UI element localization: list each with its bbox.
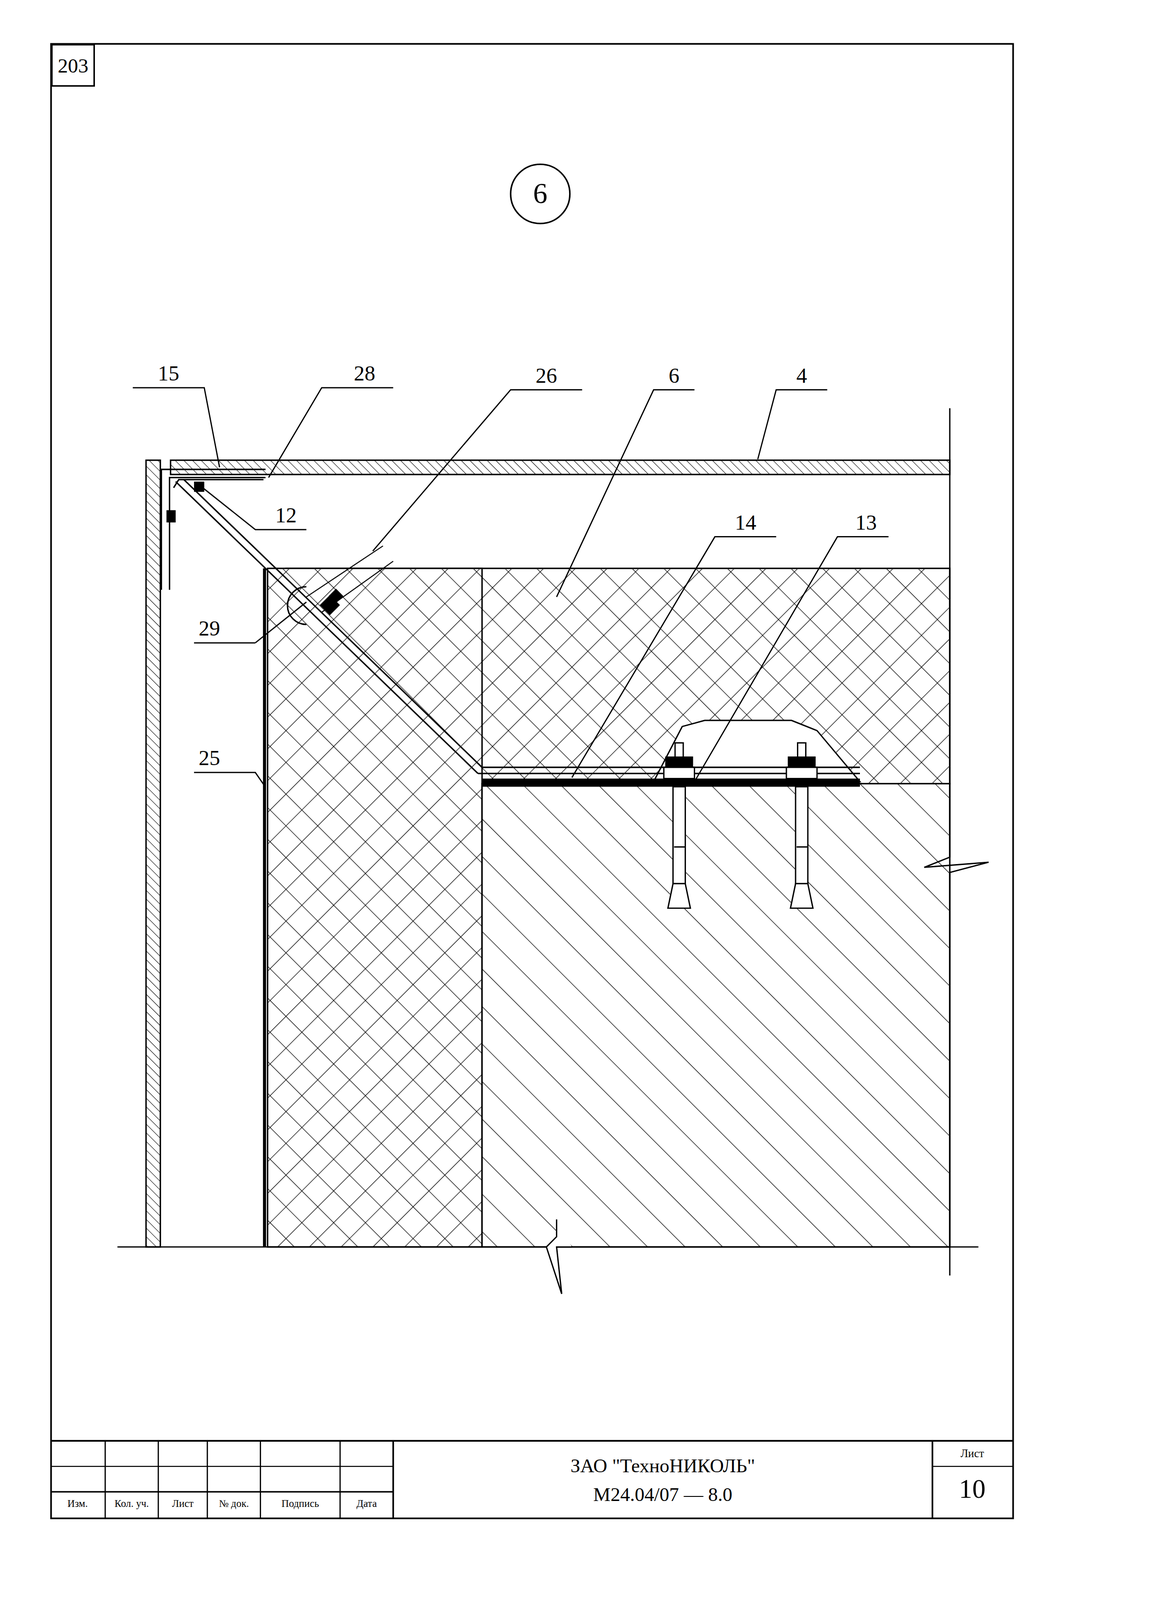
callout-number: 6 xyxy=(667,365,681,388)
table-header: № док. xyxy=(217,1499,250,1510)
callout-number: 25 xyxy=(197,748,221,770)
company-name: ЗАО "ТехноНИКОЛЬ" xyxy=(569,1456,757,1477)
table-header: Лист xyxy=(171,1499,195,1510)
table-header: Подпись xyxy=(280,1499,320,1510)
table-header: Кол. уч. xyxy=(113,1499,151,1510)
table-header: Дата xyxy=(355,1499,378,1510)
sheet-number-box: 203 xyxy=(51,43,95,87)
sheet-number: 10 xyxy=(958,1476,987,1504)
table-header: Изм. xyxy=(66,1499,90,1510)
callout-number: 13 xyxy=(854,512,878,535)
callout-number: 28 xyxy=(352,363,377,385)
callout-number: 15 xyxy=(156,363,180,385)
table-header: Лист xyxy=(959,1448,985,1461)
detail-number-circle: 6 xyxy=(509,163,571,225)
document-code: М24.04/07 — 8.0 xyxy=(592,1485,734,1505)
callout-number: 29 xyxy=(197,618,221,640)
node-label: 203 xyxy=(57,55,89,76)
node-label: 6 xyxy=(533,179,548,209)
callout-number: 4 xyxy=(795,365,809,388)
callout-number: 14 xyxy=(733,512,758,535)
callout-number: 26 xyxy=(534,365,558,388)
callout-number: 12 xyxy=(274,505,298,527)
